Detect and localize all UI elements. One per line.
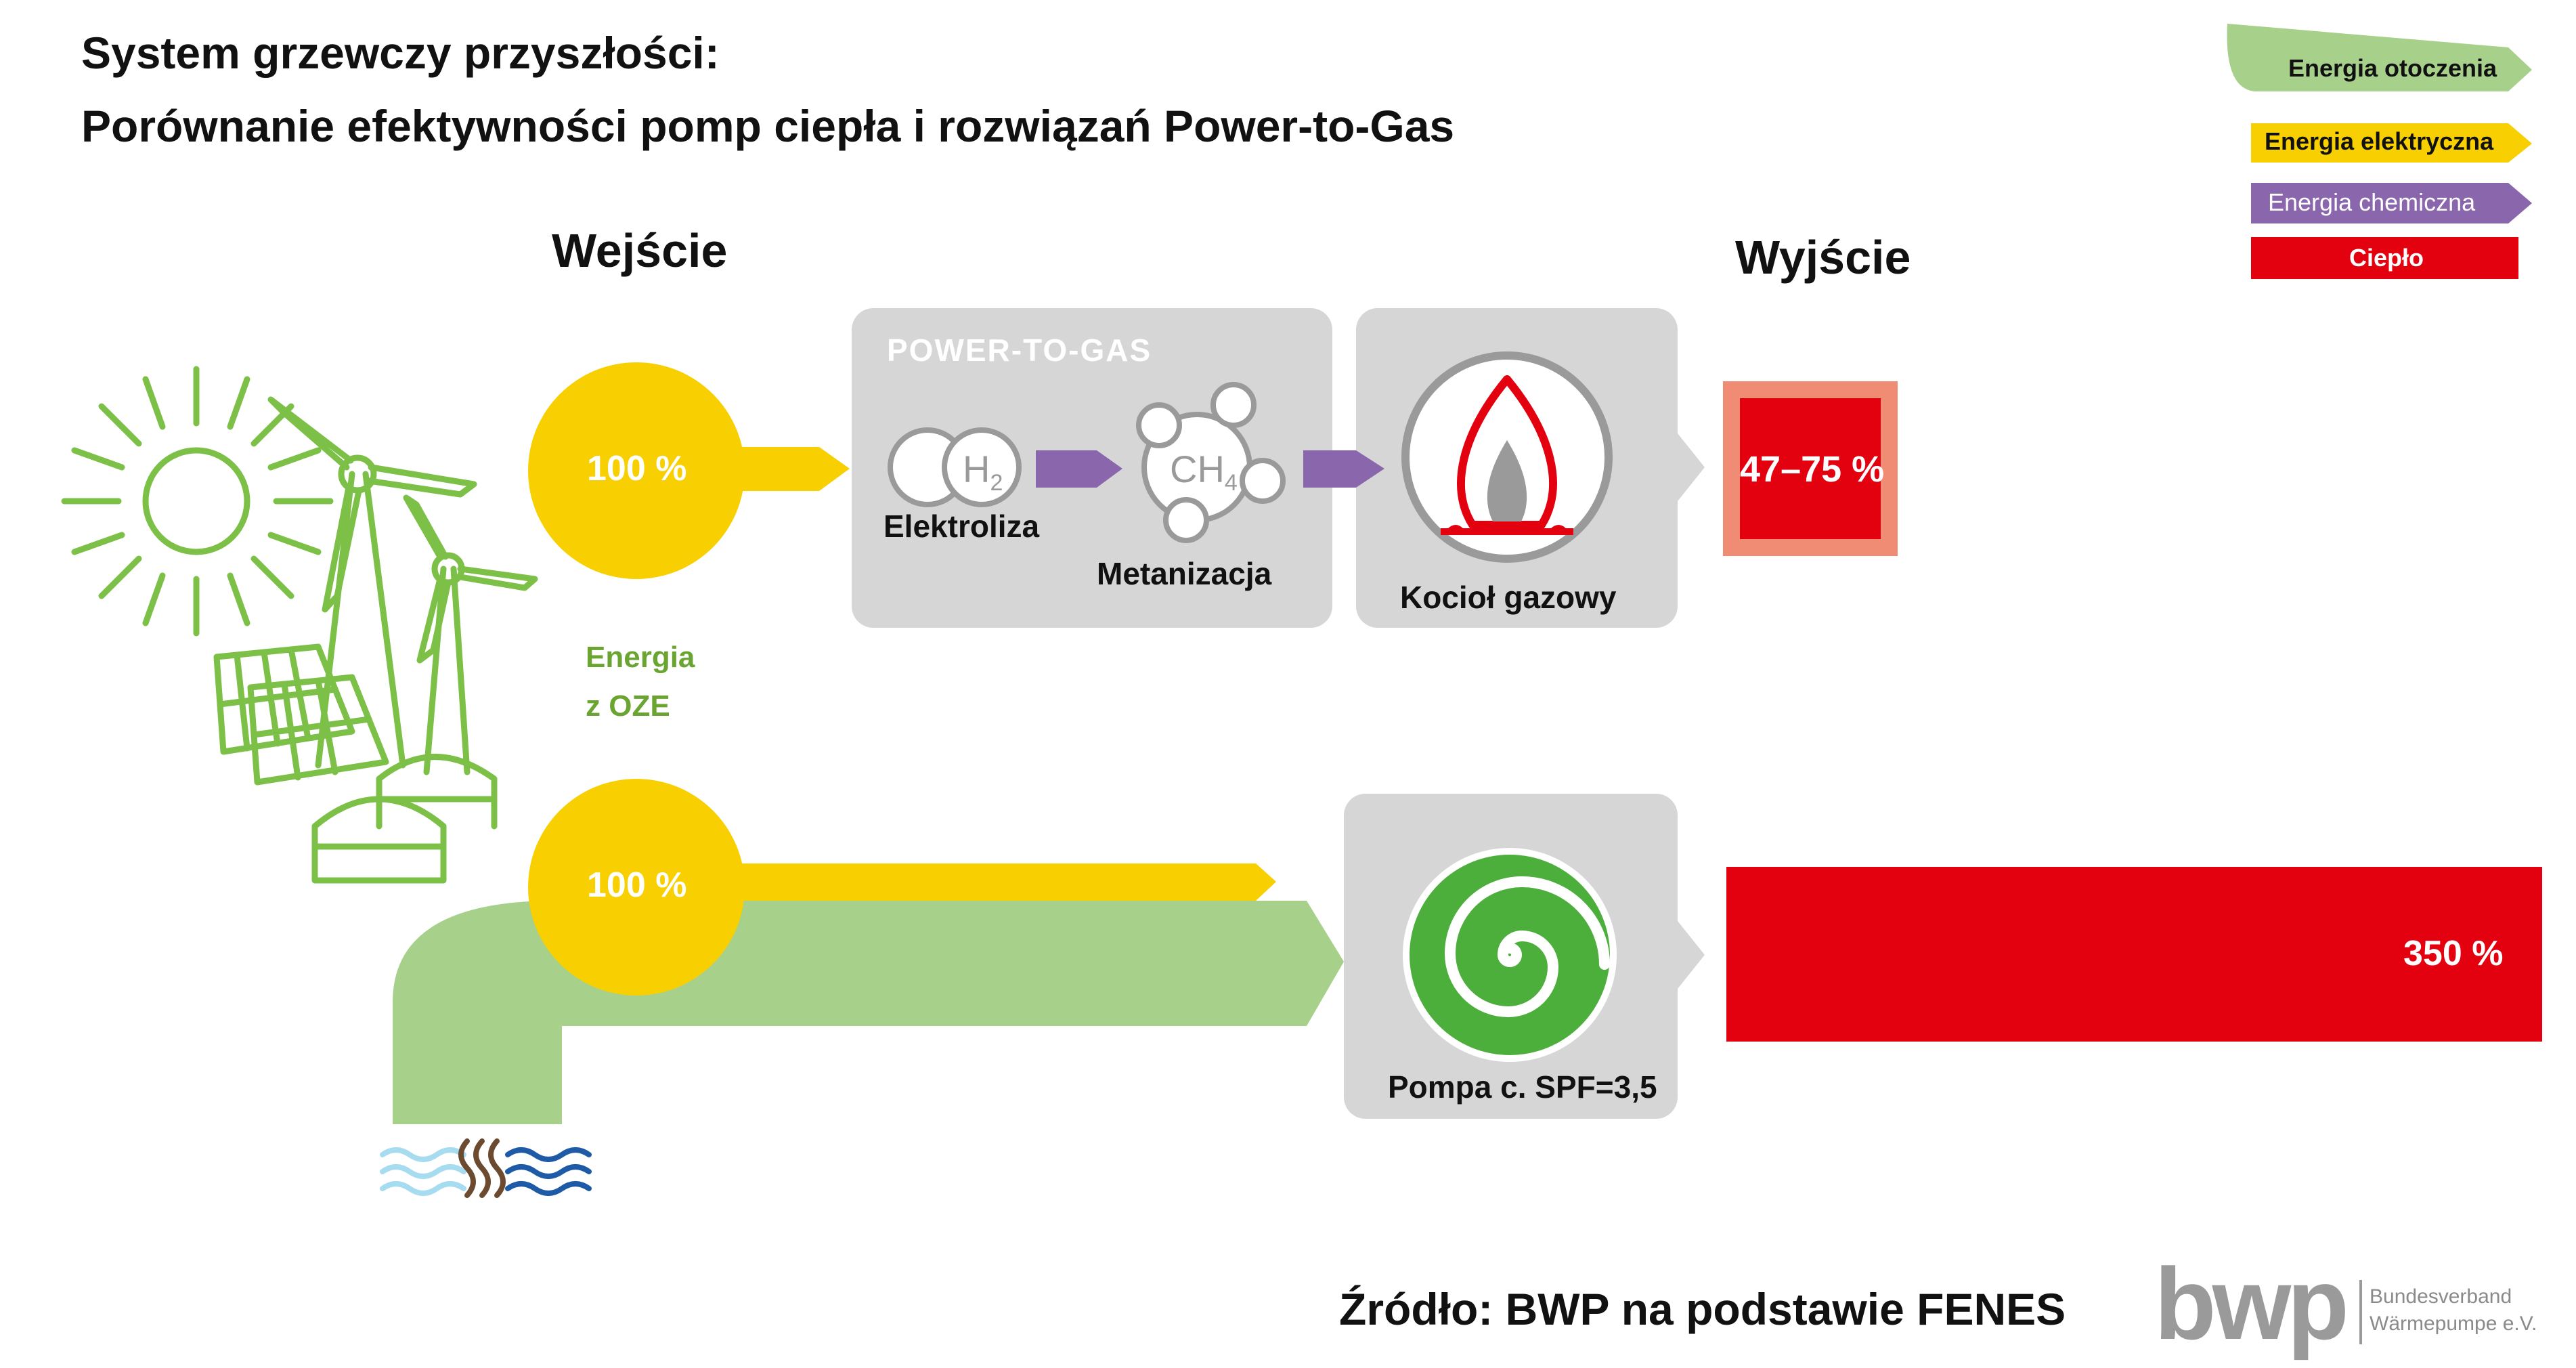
hp-input-percent: 100 % [587,865,687,905]
hp-output-percent: 350 % [2403,934,2504,973]
solar-panel-icon [213,643,389,786]
sun-rays-icon [61,366,334,637]
ch4-molecule-icon [1136,382,1286,543]
bwp-logo-subtitle: Bundesverband Wärmepumpe e.V. [2370,1283,2537,1338]
ptg-heat-output-box [1740,398,1881,539]
h2-molecule-icon [888,427,1022,507]
ground-heat-icon [458,1138,506,1198]
sun-icon [142,447,250,555]
legend-chemical-arrow [2251,183,2532,223]
ambient-energy-flow [393,901,1344,1124]
boiler-label: Kocioł gazowy [1400,580,1617,615]
electrolysis-label: Elektroliza [883,509,1040,544]
renewables-label: Energia z OZE [586,633,695,731]
title-line-1: System grzewczy przyszłości: [81,28,720,78]
bwp-logo-line-1: Bundesverband [2370,1285,2512,1308]
heatpump-label: Pompa c. SPF=3,5 [1388,1069,1657,1105]
hp-heat-output-box [1726,867,2542,1042]
source-credit: Źródło: BWP na podstawie FENES [1339,1284,2066,1334]
legend-ambient-label: Energia otoczenia [2288,54,2497,82]
legend-heat-box [2251,237,2518,279]
legend-electric-arrow [2251,123,2532,163]
legend-electric-label: Energia elektryczna [2265,127,2494,155]
h2-label: H2 [963,447,1003,496]
electrolysis-chemical-arrow [1036,450,1122,488]
h2-symbol: H [963,448,990,490]
ch4-symbol: CH [1170,448,1225,490]
output-heading: Wyjście [1735,231,1911,284]
bwp-logo-text: bwp [2154,1247,2349,1361]
input-heading: Wejście [552,224,728,277]
h2-subscript: 2 [990,470,1003,496]
ambient-sources-icon [380,1138,592,1198]
heatpump-spiral-icon [1403,848,1617,1062]
legend-heat-label: Ciepło [2349,244,2424,272]
renewables-label-line-2: z OZE [586,689,670,723]
biogas-plant-icon [311,754,498,884]
gas-flame-icon [1401,351,1613,563]
ch4-subscript: 4 [1224,470,1238,496]
hp-electric-arrow [711,863,1276,901]
ptg-box-title: POWER-TO-GAS [887,333,1152,368]
methanation-chemical-arrow [1303,450,1384,488]
ch4-label: CH4 [1170,447,1238,496]
ptg-input-circle [528,362,745,579]
title-line-2: Porównanie efektywności pomp ciepła i ro… [81,101,1455,151]
legend-chemical-label: Energia chemiczna [2268,188,2476,216]
ptg-electric-arrow [711,447,850,491]
boiler-output-chevron [1678,433,1705,501]
bwp-logo-line-2: Wärmepumpe e.V. [2370,1312,2537,1335]
ptg-input-percent: 100 % [587,449,687,488]
hp-input-circle [528,779,745,996]
water-waves-icon [505,1147,592,1196]
heatpump-output-chevron [1678,921,1705,989]
renewables-illustration [61,366,538,884]
methanation-label: Metanizacja [1097,556,1272,591]
air-waves-icon [380,1147,466,1196]
wind-turbine-icon [403,494,538,775]
renewables-label-line-1: Energia [586,641,695,674]
ptg-output-percent: 47–75 % [1740,449,1885,490]
legend-ambient-arrow [2227,24,2532,91]
